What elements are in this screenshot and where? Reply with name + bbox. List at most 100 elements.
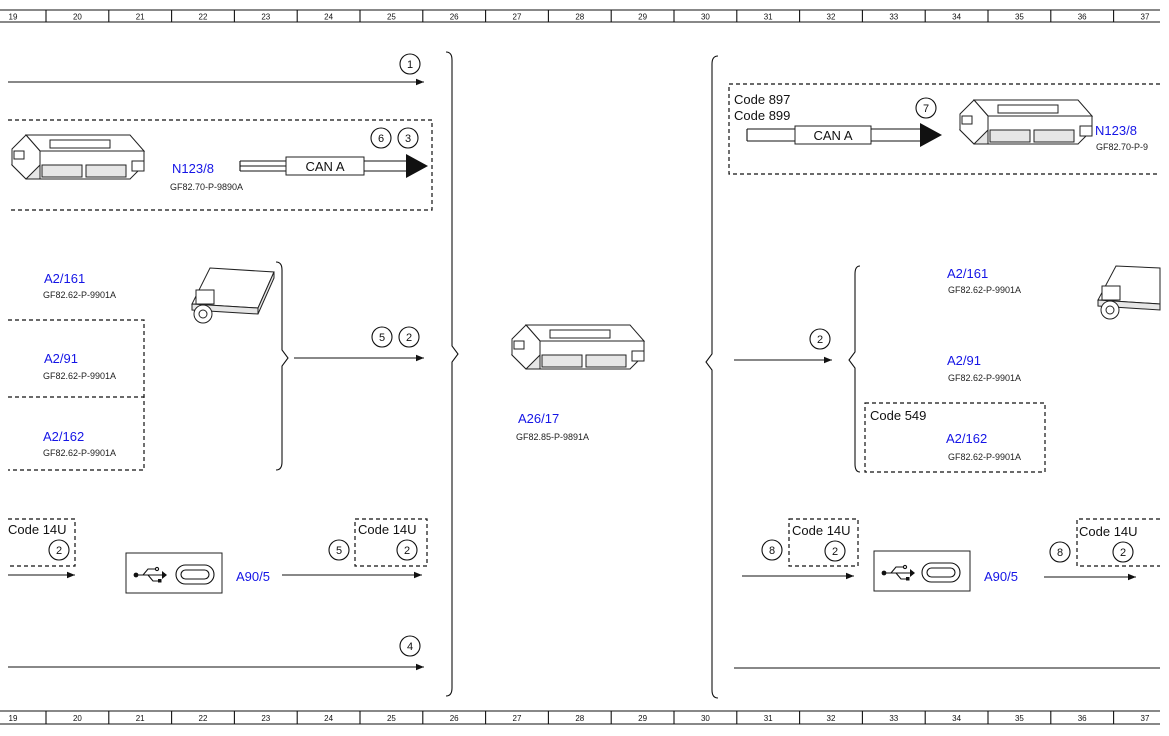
ruler-column-label: 29 — [638, 714, 647, 723]
ruler-column-label: 34 — [952, 13, 961, 22]
marker-2-label: 2 — [406, 332, 412, 344]
marker-6-label: 6 — [378, 133, 384, 145]
can-a-label-right: CAN A — [813, 128, 852, 143]
code-14u-box-b — [354, 518, 428, 567]
code-14u-box-right-b — [1076, 518, 1160, 567]
ecu-module-icon — [11, 134, 145, 180]
a2-162-dashed-box — [8, 396, 145, 471]
marker-2-label: 2 — [1120, 547, 1126, 559]
ruler-column-label: 22 — [199, 714, 208, 723]
bottom-ruler — [0, 710, 1160, 725]
top-ruler — [0, 9, 1160, 23]
ruler-column-label: 25 — [387, 13, 396, 22]
code-14u-right-b-label: Code 14U — [1079, 524, 1138, 539]
usb-symbol-icon — [133, 566, 167, 583]
can-bus-arrow — [406, 154, 428, 178]
marker-8-label: 8 — [1057, 547, 1063, 559]
ruler-column-label: 27 — [513, 13, 522, 22]
a2-91-dashed-box — [8, 319, 145, 397]
n123-code-right: GF82.70-P-9 — [1096, 142, 1148, 152]
ecu-module-icon — [511, 324, 645, 370]
right-antenna-bracket — [848, 265, 861, 473]
marker-1 — [399, 53, 421, 75]
code-549-dashed-box — [864, 402, 1046, 473]
antenna-module-icon — [1097, 265, 1161, 320]
code-549-label: Code 549 — [870, 408, 926, 423]
ruler-column-label: 35 — [1015, 714, 1024, 723]
usb-symbol-icon — [881, 564, 915, 581]
code-897-dashed-box — [728, 83, 1160, 175]
usb-c-port-icon — [175, 564, 215, 585]
ruler-column-label: 30 — [701, 13, 710, 22]
ruler-column-label: 30 — [701, 714, 710, 723]
antenna-group-bracket — [275, 261, 289, 471]
antenna-module-icon — [191, 267, 275, 324]
a2-162-label-right: A2/162 — [946, 431, 987, 446]
marker-7 — [915, 97, 937, 119]
a2-162-code: GF82.62-P-9901A — [43, 448, 116, 458]
marker-2-label: 2 — [56, 545, 62, 557]
ruler-column-label: 24 — [324, 714, 333, 723]
ruler-column-label: 19 — [9, 714, 18, 723]
code-899-label: Code 899 — [734, 108, 790, 123]
marker-3 — [397, 127, 419, 149]
a26-17-label: A26/17 — [518, 411, 559, 426]
code-14u-box-right-a — [788, 518, 859, 567]
ruler-column-label: 26 — [450, 13, 459, 22]
marker-8 — [761, 539, 783, 561]
ruler-column-label: 31 — [764, 714, 773, 723]
marker-2-label: 2 — [404, 545, 410, 557]
ruler-column-label: 20 — [73, 13, 82, 22]
marker-5-label: 5 — [336, 545, 342, 557]
n123-dashed-box — [8, 119, 433, 211]
a2-162-label: A2/162 — [43, 429, 84, 444]
n123-label-right: N123/8 — [1095, 123, 1137, 138]
left-group-bracket — [445, 51, 459, 697]
n123-code: GF82.70-P-9890A — [170, 182, 243, 192]
ruler-column-label: 36 — [1078, 714, 1087, 723]
right-group-bracket — [705, 55, 719, 699]
ruler-column-label: 22 — [199, 13, 208, 22]
ruler-column-label: 28 — [575, 714, 584, 723]
a2-161-code: GF82.62-P-9901A — [43, 290, 116, 300]
ruler-column-label: 33 — [889, 714, 898, 723]
marker-2-label: 2 — [817, 334, 823, 346]
ruler-column-label: 37 — [1141, 13, 1150, 22]
marker-8-label: 8 — [769, 545, 775, 557]
ruler-column-label: 33 — [889, 13, 898, 22]
a2-161-label: A2/161 — [44, 271, 85, 286]
a2-91-code-right: GF82.62-P-9901A — [948, 373, 1021, 383]
marker-2 — [398, 326, 420, 348]
marker-2-label: 2 — [832, 546, 838, 558]
a2-91-code: GF82.62-P-9901A — [43, 371, 116, 381]
ruler-column-label: 26 — [450, 714, 459, 723]
usb-c-port-icon — [921, 562, 961, 583]
ruler-column-label: 19 — [9, 13, 18, 22]
code-14u-right-a-label: Code 14U — [792, 523, 851, 538]
marker-3-label: 3 — [405, 133, 411, 145]
ruler-column-label: 37 — [1141, 714, 1150, 723]
a90-5-label: A90/5 — [236, 569, 270, 584]
marker-5-usb — [328, 539, 350, 561]
ruler-column-label: 20 — [73, 714, 82, 723]
a90-5-label-right: A90/5 — [984, 569, 1018, 584]
can-a-bus-label-box-right — [794, 125, 872, 145]
marker-6 — [370, 127, 392, 149]
n123-label: N123/8 — [172, 161, 214, 176]
a2-91-label-right: A2/91 — [947, 353, 981, 368]
ruler-column-label: 32 — [827, 13, 836, 22]
a26-17-code: GF82.85-P-9891A — [516, 432, 589, 442]
code-14u-a-label: Code 14U — [8, 522, 67, 537]
ruler-column-label: 31 — [764, 13, 773, 22]
ruler-column-label: 28 — [575, 13, 584, 22]
code-14u-b-label: Code 14U — [358, 522, 417, 537]
ruler-column-label: 27 — [513, 714, 522, 723]
marker-4 — [399, 635, 421, 657]
ruler-column-label: 23 — [261, 13, 270, 22]
marker-7-label: 7 — [923, 103, 929, 115]
code-14u-box-a — [8, 518, 76, 567]
a2-162-code-right: GF82.62-P-9901A — [948, 452, 1021, 462]
